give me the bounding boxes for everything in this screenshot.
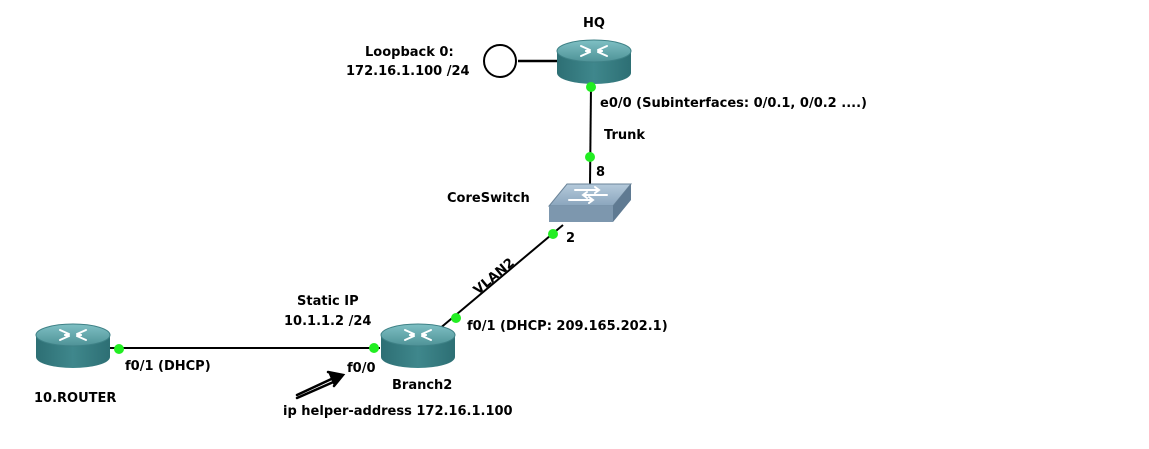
link-hq-core: [589, 85, 592, 186]
loopback-circle-icon: [483, 44, 517, 78]
branch2-label: Branch2: [392, 378, 452, 393]
port-dot-branch-f00: [369, 343, 379, 353]
core-port-2-label: 2: [566, 231, 575, 246]
branch2-router[interactable]: [380, 323, 456, 368]
port-dot-isp-f01: [114, 344, 124, 354]
hq-port-label: e0/0 (Subinterfaces: 0/0.1, 0/0.2 ....): [600, 96, 867, 111]
hq-label: HQ: [583, 16, 605, 31]
port-dot-hq-e00: [586, 82, 596, 92]
static-ip-label-line2: 10.1.1.2 /24: [284, 314, 371, 329]
vlan-label: VLAN2: [471, 255, 518, 298]
trunk-label: Trunk: [604, 128, 645, 143]
port-dot-core-8: [585, 152, 595, 162]
loopback-label-line1: Loopback 0:: [365, 45, 454, 60]
loopback-label-line2: 172.16.1.100 /24: [346, 64, 470, 79]
arrow-icon: [295, 370, 346, 400]
helper-address-label: ip helper-address 172.16.1.100: [283, 404, 513, 419]
isp-router[interactable]: [35, 323, 111, 368]
hq-router[interactable]: [556, 39, 632, 84]
coreswitch-label: CoreSwitch: [447, 191, 530, 206]
core-port-8-label: 8: [596, 165, 605, 180]
core-switch[interactable]: [547, 183, 633, 222]
isp-port-label: f0/1 (DHCP): [125, 359, 211, 374]
port-dot-branch-f01: [451, 313, 461, 323]
isp-router-label: 10.ROUTER: [34, 391, 116, 406]
static-ip-label-line1: Static IP: [297, 294, 359, 309]
port-dot-core-2: [548, 229, 558, 239]
branch-f00-label: f0/0: [347, 361, 376, 376]
branch-f01-label: f0/1 (DHCP: 209.165.202.1): [467, 319, 668, 334]
